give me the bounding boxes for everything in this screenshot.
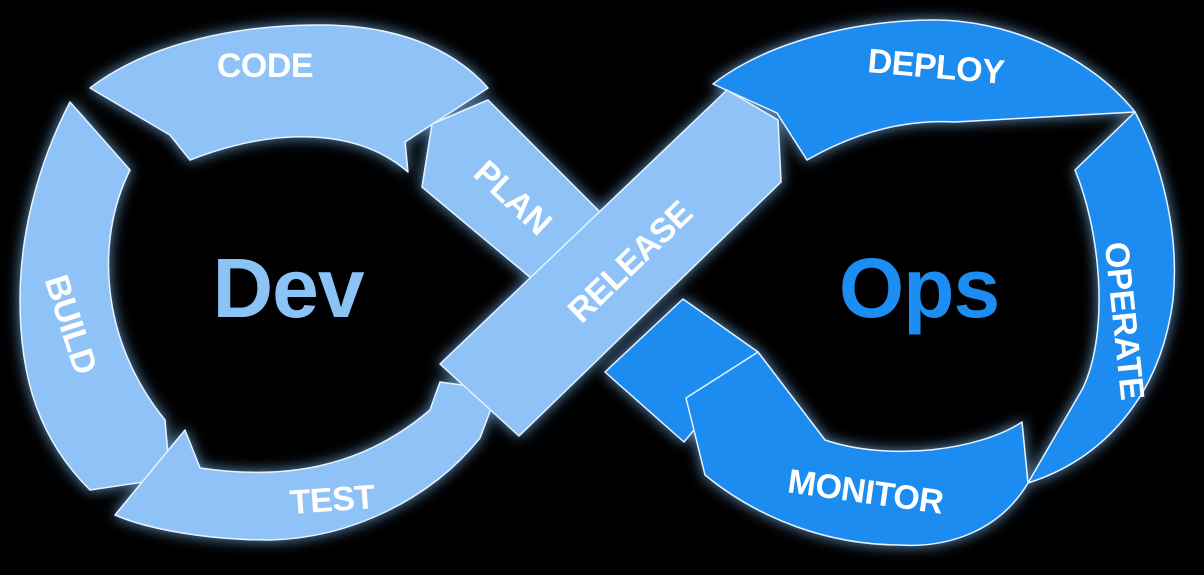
test-label: TEST bbox=[289, 478, 377, 522]
build-segment[interactable] bbox=[19, 101, 171, 491]
ops-title: Ops bbox=[839, 241, 999, 335]
deploy-segment[interactable] bbox=[712, 19, 1136, 161]
release-segment[interactable] bbox=[439, 89, 782, 437]
operate-segment[interactable] bbox=[1027, 111, 1176, 484]
test-segment[interactable] bbox=[114, 381, 499, 541]
monitor-segment[interactable] bbox=[685, 351, 1029, 547]
code-label: CODE bbox=[217, 47, 313, 85]
dev-title: Dev bbox=[212, 241, 364, 335]
code-segment[interactable] bbox=[89, 24, 489, 173]
